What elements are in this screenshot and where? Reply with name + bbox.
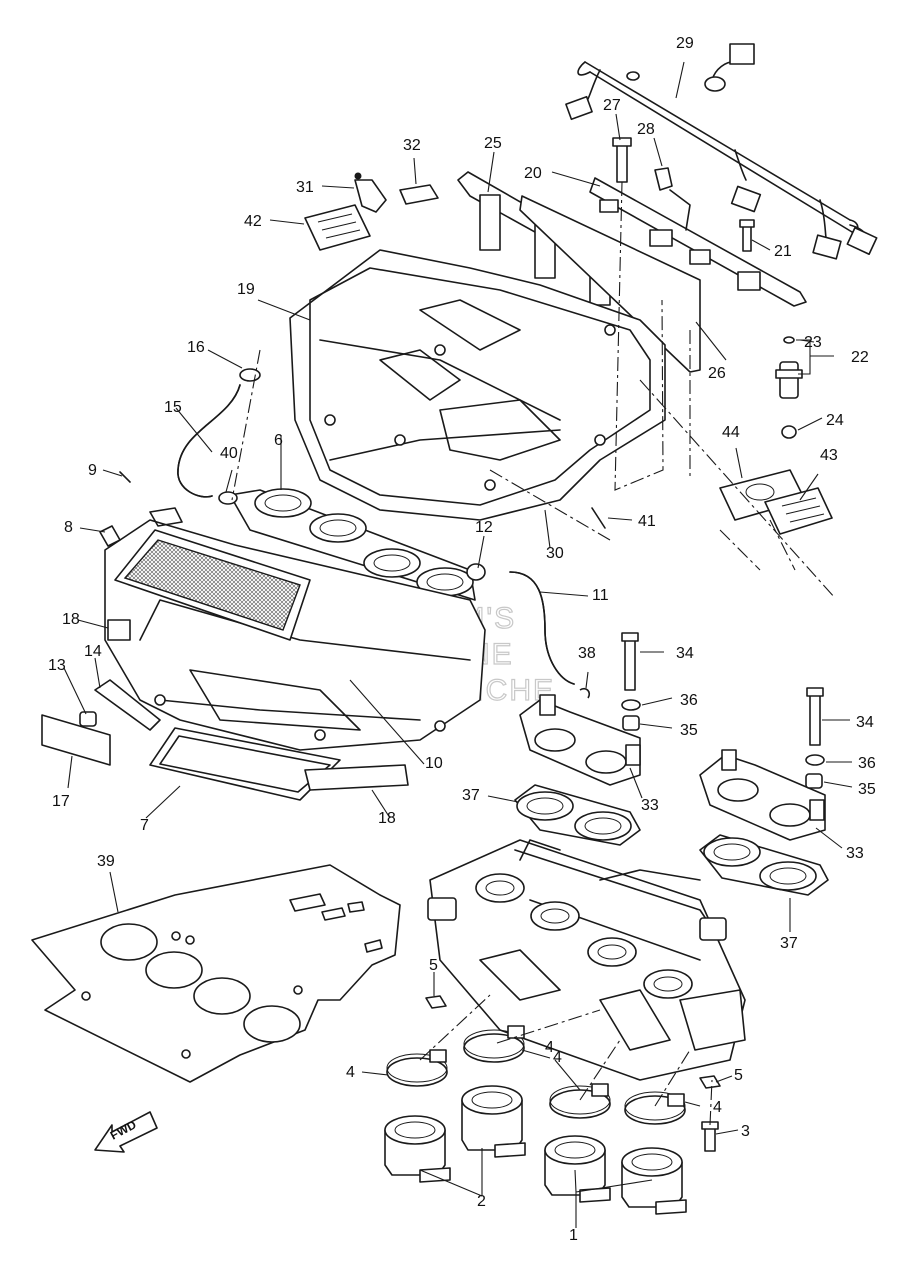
callout-28: 28 (637, 121, 655, 138)
callout-24: 24 (826, 412, 844, 429)
callout-44: 44 (722, 424, 740, 441)
callout-13: 13 (48, 657, 66, 674)
air-filter-part (99, 507, 311, 641)
fwd-arrow-icon: FWD (94, 1111, 158, 1153)
seal-part (41, 619, 409, 801)
callout-11: 11 (592, 587, 609, 604)
callout-15: 15 (164, 399, 182, 416)
callout-5: 5 (734, 1067, 743, 1084)
callout-33: 33 (641, 797, 659, 814)
callout-31: 31 (296, 179, 314, 196)
plate-part (304, 184, 439, 251)
callout-34: 34 (856, 714, 874, 731)
callout-29: 29 (676, 35, 694, 52)
callout-10: 10 (425, 755, 443, 772)
sensor-part (354, 172, 387, 213)
callout-20: 20 (524, 165, 542, 182)
bolt-part (425, 995, 721, 1089)
leader-lines (63, 61, 853, 1228)
callout-41: 41 (638, 513, 656, 530)
callout-35: 35 (680, 722, 698, 739)
callout-34: 34 (676, 645, 694, 662)
callout-26: 26 (708, 365, 726, 382)
callout-1: 1 (569, 1227, 578, 1244)
injector-part (775, 336, 803, 439)
hose-clamp-part (386, 1025, 686, 1125)
breather-hose-part (177, 368, 575, 685)
callout-4: 4 (346, 1064, 355, 1081)
callout-4: 4 (713, 1099, 722, 1116)
fuel-rail-part (589, 177, 807, 307)
callout-43: 43 (820, 447, 838, 464)
callout-38: 38 (578, 645, 596, 662)
callout-25: 25 (484, 135, 502, 152)
callout-18: 18 (378, 810, 396, 827)
callout-21: 21 (774, 243, 792, 260)
airbox-upper-part (289, 249, 666, 521)
callout-18: 18 (62, 611, 80, 628)
velocity-stack-part (229, 488, 476, 601)
callout-30: 30 (546, 545, 564, 562)
callout-23: 23 (804, 334, 822, 351)
callout-19: 19 (237, 281, 255, 298)
alignment-lines (231, 181, 836, 1126)
callout-37: 37 (462, 787, 480, 804)
joint-part (514, 784, 829, 896)
callout-6: 6 (274, 432, 283, 449)
callout-12: 12 (475, 519, 493, 536)
callout-27: 27 (603, 97, 621, 114)
callout-37: 37 (780, 935, 798, 952)
callout-36: 36 (858, 755, 876, 772)
callout-42: 42 (244, 213, 262, 230)
callout-40: 40 (220, 445, 238, 462)
callout-3: 3 (741, 1123, 750, 1140)
callout-9: 9 (88, 462, 97, 479)
callout-4: 4 (553, 1049, 562, 1066)
callout-22: 22 (851, 349, 869, 366)
callout-8: 8 (64, 519, 73, 536)
callout-numbers: 1 2 3 4 4 4 4 5 5 6 7 8 9 10 11 12 13 14… (48, 35, 876, 1244)
throttle-body-part (427, 839, 746, 1081)
callout-16: 16 (187, 339, 205, 356)
intake-joint-part (384, 1085, 719, 1215)
callout-17: 17 (52, 793, 70, 810)
fastener-parts (119, 137, 825, 789)
callout-5: 5 (429, 957, 438, 974)
callout-14: 14 (84, 643, 102, 660)
bracket-part (79, 679, 161, 731)
callout-2: 2 (477, 1193, 486, 1210)
callout-4: 4 (545, 1039, 554, 1056)
callout-32: 32 (403, 137, 421, 154)
callout-36: 36 (680, 692, 698, 709)
joint-holder-part (519, 694, 826, 841)
callout-39: 39 (97, 853, 115, 870)
label-sticker-part (719, 469, 833, 535)
callout-35: 35 (858, 781, 876, 798)
callout-7: 7 (140, 817, 149, 834)
callout-33: 33 (846, 845, 864, 862)
gasket-sheet-part (31, 864, 401, 1083)
wire-harness-part (565, 43, 878, 260)
